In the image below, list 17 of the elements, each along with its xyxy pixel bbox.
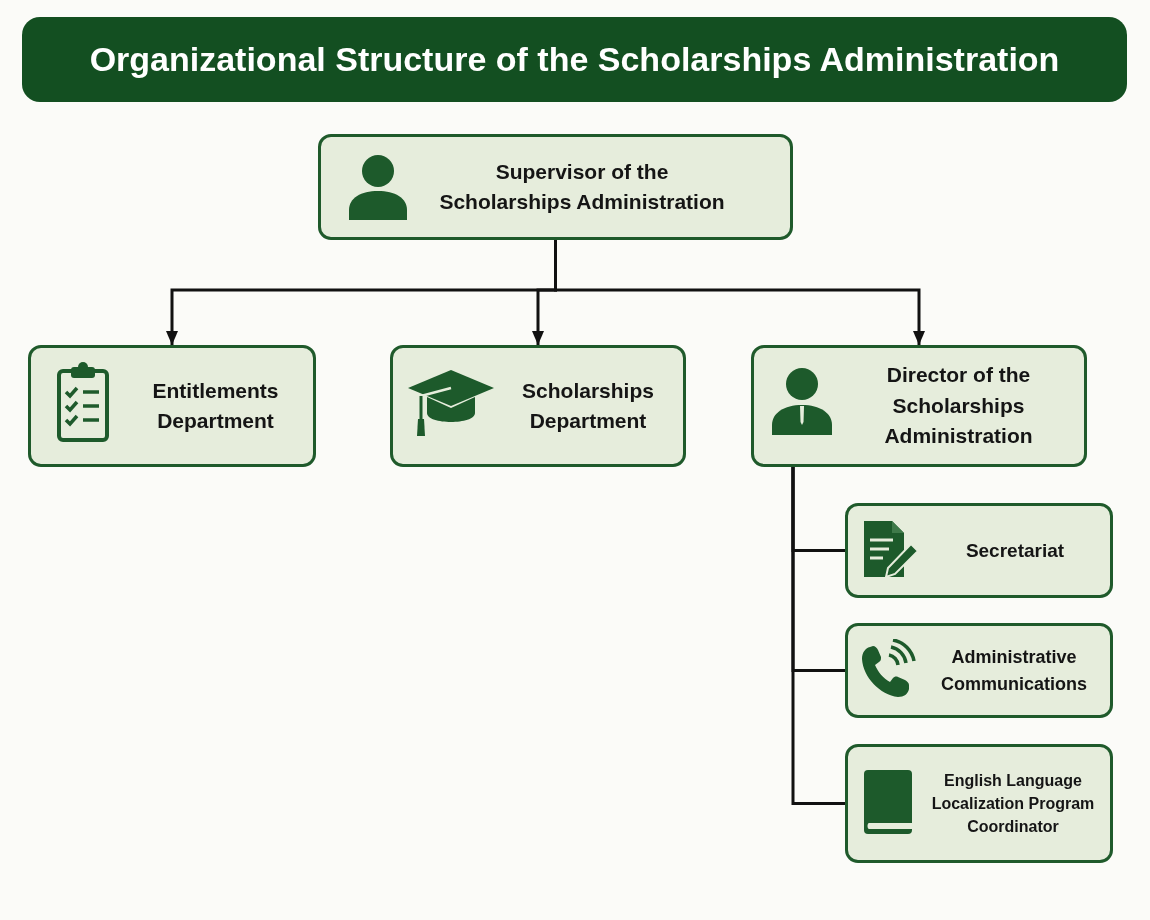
box-label: Administrative Communications — [940, 646, 1088, 696]
box-label: Secretariat — [965, 538, 1065, 563]
org-box — [751, 345, 1087, 467]
box-label: Supervisor of the Scholarships Administration — [438, 158, 726, 215]
org-box — [845, 623, 1113, 718]
connector-line — [791, 467, 845, 805]
box-label: Director of the Scholarships Administration — [883, 362, 1034, 450]
org-box — [28, 345, 316, 467]
box-label: Entitlements Department — [151, 377, 280, 434]
org-box — [845, 503, 1113, 598]
arrow — [554, 240, 925, 345]
box-label: Scholarships Department — [521, 377, 655, 434]
diagram-title: Organizational Structure of the Scholarships Administration — [89, 40, 1060, 79]
org-box — [390, 345, 686, 467]
org-box — [318, 134, 793, 240]
box-label: English Language Localization Program Coordinator — [930, 770, 1096, 838]
org-box — [845, 744, 1113, 863]
